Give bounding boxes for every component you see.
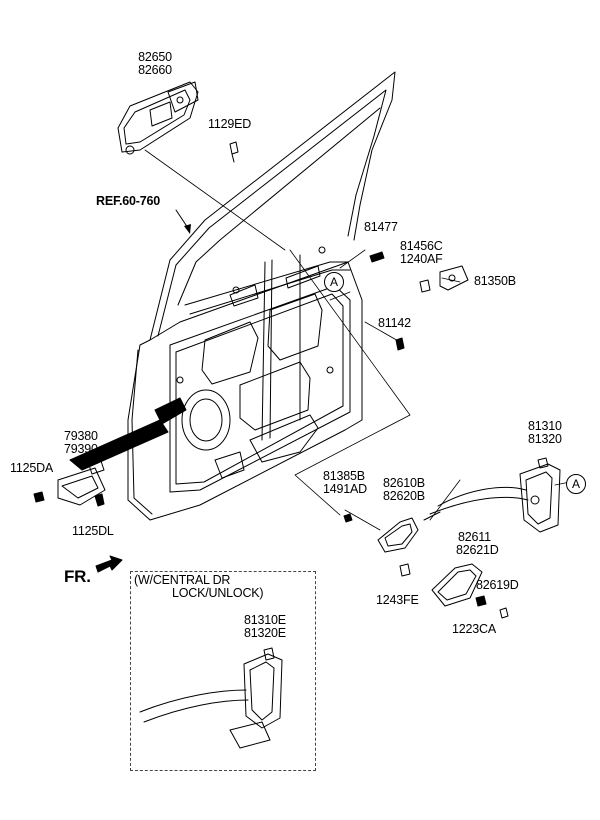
nut-81385b-icon bbox=[343, 513, 353, 523]
part-1125dl: 1125DL bbox=[72, 524, 114, 538]
part-82620b: 82620B bbox=[383, 489, 425, 503]
part-81310e: 81310E bbox=[244, 613, 286, 627]
part-82621d: 82621D bbox=[456, 543, 499, 557]
part-81350b: 81350B bbox=[474, 274, 516, 288]
front-arrow-icon bbox=[95, 555, 123, 573]
option-box bbox=[130, 571, 316, 771]
part-81385b: 81385B bbox=[323, 469, 365, 483]
door-panel bbox=[69, 71, 396, 521]
part-1125da: 1125DA bbox=[10, 461, 54, 475]
outside-handle-holder bbox=[377, 517, 419, 553]
callout-a-door: A bbox=[324, 272, 344, 292]
door-check-assembly bbox=[57, 457, 106, 506]
option-title-line1: (W/CENTRAL DR bbox=[134, 573, 231, 587]
ref-arrow-icon bbox=[175, 209, 189, 229]
part-81320: 81320 bbox=[528, 432, 562, 446]
optional-latch-assembly bbox=[139, 647, 283, 749]
screw-1223ca-icon bbox=[475, 595, 487, 607]
door-latch-assembly bbox=[423, 457, 561, 533]
part-81310: 81310 bbox=[528, 419, 562, 433]
part-1240af: 1240AF bbox=[400, 252, 443, 266]
bolt-81142-icon bbox=[395, 337, 405, 351]
bolt-1125da-icon bbox=[33, 491, 45, 503]
part-1243fe: 1243FE bbox=[376, 593, 419, 607]
part-81456c: 81456C bbox=[400, 239, 443, 253]
inside-handle-assembly bbox=[117, 81, 199, 155]
part-1491ad: 1491AD bbox=[323, 482, 367, 496]
striker-81350b bbox=[439, 265, 469, 291]
part-79380: 79380 bbox=[64, 429, 98, 443]
callout-a-latch: A bbox=[566, 474, 586, 494]
reference-label: REF.60-760 bbox=[96, 194, 161, 208]
bolt-1243fe-icon bbox=[399, 563, 411, 577]
part-82660: 82660 bbox=[138, 63, 172, 77]
bolt-1125dl-icon bbox=[94, 493, 105, 507]
part-81320e: 81320E bbox=[244, 626, 286, 640]
part-82619d: 82619D bbox=[476, 578, 519, 592]
part-82610b: 82610B bbox=[383, 476, 425, 490]
part-82611: 82611 bbox=[458, 530, 491, 544]
outside-handle-82611 bbox=[431, 563, 483, 607]
part-81477: 81477 bbox=[364, 220, 398, 234]
cap-82619d-icon bbox=[499, 607, 509, 619]
screw-1129ed-icon bbox=[229, 141, 239, 163]
bolt-81477-icon bbox=[369, 251, 385, 263]
front-label: FR. bbox=[64, 567, 91, 586]
part-82650: 82650 bbox=[138, 50, 172, 64]
option-title-line2: LOCK/UNLOCK) bbox=[172, 586, 264, 600]
part-79390: 79390 bbox=[64, 442, 98, 456]
part-1129ed: 1129ED bbox=[208, 117, 252, 131]
part-81142: 81142 bbox=[378, 316, 411, 330]
part-1223ca: 1223CA bbox=[452, 622, 496, 636]
bolt-1240af-icon bbox=[419, 279, 431, 293]
